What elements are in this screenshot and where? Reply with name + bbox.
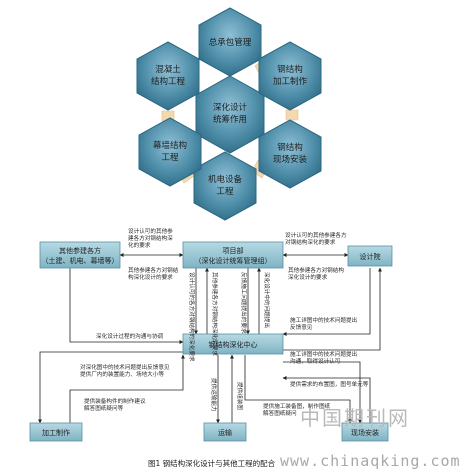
hex-top: 总承包管理 (198, 7, 262, 77)
note-11-line-2: 解答图纸疑问 (263, 409, 297, 417)
note-9-line-1: 对深化图中的技术问题提出反馈意见 (80, 363, 170, 371)
hex-center-line-2: 统筹作用 (213, 114, 247, 125)
vnote-1: 设计认可的各方对钢结构的深化要求 (188, 272, 196, 362)
note-11-line-1: 提供施工装备图，制作图纸 (263, 402, 331, 410)
note-8-line-1: 提供需求的布置图，图号单元等 (290, 380, 369, 388)
note-4-line-1: 其他参建各方对钢结构 (288, 266, 344, 274)
note-1-line-1: 设计认可的其他参 (128, 227, 173, 235)
hex-lower-right: 钢结构 现场安装 (258, 119, 322, 189)
flow-vertical-notes: 设计认可的各方对钢结构的深化要求 其他参建各方对钢结构深化的要求 反馈施工问题提… (188, 272, 271, 412)
note-10-line-1: 提供装备构件的制作建议 (84, 397, 146, 405)
box-other-parties: 其他参建各方 （土建、机电、幕墙等） (39, 241, 121, 269)
box-fabrication-label: 加工制作 (42, 428, 70, 437)
box-steel-center-label: 钢结构深化中心 (209, 340, 258, 349)
vnote-6: 提供组装图 (236, 382, 244, 410)
watermark-url: www.chinaqking.com (280, 452, 461, 470)
flowchart (38, 253, 382, 424)
box-other-parties-line-1: 其他参建各方 (59, 246, 101, 255)
box-fabrication: 加工制作 (29, 422, 83, 442)
vnote-5: 提供运输能力 (210, 378, 218, 412)
note-2-line-2: 对钢结构深化的要求 (285, 238, 336, 246)
vnote-4: 深化设计中的问题提出 (263, 272, 271, 328)
hex-upper-right-line-1: 钢结构 (277, 64, 303, 75)
note-2-line-1: 设计认可的其他参建各方 (285, 231, 347, 239)
note-7-line-2: 沟通，取得设计认可 (290, 357, 341, 365)
box-project-dept-line-1: 项目部 (223, 246, 244, 255)
hex-upper-right: 钢结构 加工制作 (258, 41, 322, 111)
note-9-line-2: 提供厂内的装置能力、场地大小等 (80, 370, 164, 378)
note-1-line-2: 建各方对钢结构深 (128, 234, 173, 242)
note-10-line-2: 解答图纸疑问等 (84, 404, 124, 412)
hexagon-cluster: 深化设计 统筹作用 总承包管理 钢结构 加工制作 钢结构 现场安装 机电设备 工… (136, 7, 322, 221)
watermark-cn: 中国期刊网 (300, 406, 410, 430)
box-site-install-label: 现场安装 (351, 428, 379, 437)
note-4-line-2: 深化设计的要求 (288, 273, 328, 281)
hex-lower-left: 幕墙结构 工程 (138, 117, 202, 187)
box-design-institute-label: 设计院 (360, 252, 381, 261)
hex-center: 深化设计 统筹作用 (195, 75, 265, 154)
hex-center-line-1: 深化设计 (213, 102, 248, 113)
hex-upper-right-line-2: 加工制作 (273, 76, 308, 87)
hex-top-line-1: 总承包管理 (209, 37, 252, 48)
box-steel-center: 钢结构深化中心 (182, 333, 284, 355)
hex-upper-left: 混凝土 结构工程 (136, 41, 200, 111)
flow-notes: 设计认可的其他参 建各方对钢结构深 化的要求 设计认可的其他参建各方 对钢结构深… (80, 227, 369, 417)
hex-lower-left-line-1: 幕墙结构 (153, 140, 187, 151)
note-7-line-1: 施工详图中的技术问题提出 (290, 350, 357, 358)
hex-bottom: 机电设备 工程 (193, 151, 257, 221)
hex-lower-right-line-1: 钢结构 (277, 142, 303, 153)
vnote-2: 其他参建各方对钢结构深化的要求 (211, 272, 219, 356)
hex-lower-left-line-2: 工程 (161, 153, 179, 163)
note-6-line-2: 反馈意见 (290, 323, 313, 331)
box-site-install: 现场安装 (341, 422, 389, 442)
hex-bottom-line-1: 机电设备 (208, 174, 243, 185)
hex-upper-left-line-2: 结构工程 (151, 76, 186, 87)
box-other-parties-line-2: （土建、机电、幕墙等） (42, 256, 119, 265)
box-transport: 运输 (203, 422, 247, 442)
box-project-dept: 项目部 （深化设计统筹管理组） (182, 241, 284, 269)
watermark: 中国期刊网 www.chinaqking.com (280, 406, 461, 470)
box-transport-label: 运输 (218, 428, 232, 437)
note-3-line-2: 构深化设计的要求 (128, 273, 173, 281)
box-project-dept-line-2: （深化设计统筹管理组） (195, 256, 272, 265)
note-6-line-1: 施工详图中的技术问题提出 (290, 316, 357, 324)
note-5-line-1: 深化设计过程的沟通与协调 (96, 332, 164, 340)
hex-lower-right-line-2: 现场安装 (273, 154, 308, 165)
hex-upper-left-line-1: 混凝土 (155, 64, 181, 75)
box-design-institute: 设计院 (347, 245, 393, 267)
hex-bottom-line-2: 工程 (216, 187, 234, 197)
note-3-line-1: 其他参建各方对钢结 (128, 266, 179, 274)
note-1-line-3: 化的要求 (128, 241, 151, 249)
vnote-3: 反馈施工问题提出的要求 (240, 272, 248, 334)
connector-upper-right-lower-right (285, 109, 299, 121)
figure-caption: 图1 钢结构深化设计与其他工程的配合 (148, 458, 276, 468)
